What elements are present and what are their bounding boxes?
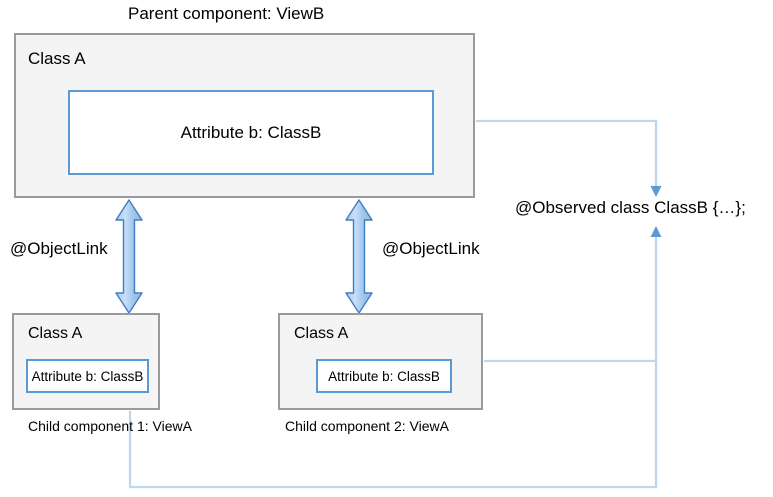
parent-attribute-label: Attribute b: ClassB bbox=[180, 122, 322, 142]
child-component-1-caption: Child component 1: ViewA bbox=[28, 418, 192, 434]
child-2-attribute-box[interactable]: Attribute b: ClassB bbox=[316, 359, 452, 393]
child-component-2-box[interactable]: Class A Attribute b: ClassB bbox=[278, 313, 483, 410]
parent-attribute-box[interactable]: Attribute b: ClassB bbox=[68, 90, 434, 175]
parent-component-caption: Parent component: ViewB bbox=[128, 4, 325, 23]
arrowhead-down-icon bbox=[650, 186, 662, 197]
objectlink-arrow-left bbox=[115, 199, 143, 314]
child-1-attribute-label: Attribute b: ClassB bbox=[31, 368, 144, 384]
child-1-class-label: Class A bbox=[28, 325, 83, 342]
parent-class-label: Class A bbox=[28, 49, 86, 68]
arrowhead-up-icon bbox=[650, 226, 662, 237]
child-1-attribute-box[interactable]: Attribute b: ClassB bbox=[26, 359, 149, 393]
parent-component-box[interactable]: Class A Attribute b: ClassB bbox=[14, 33, 475, 198]
observed-class-label: @Observed class ClassB {…}; bbox=[515, 198, 746, 217]
wire-child2-to-observed bbox=[484, 226, 662, 363]
child-2-attribute-label: Attribute b: ClassB bbox=[328, 368, 440, 384]
wire-parent-to-observed bbox=[476, 119, 662, 197]
objectlink-label-left: @ObjectLink bbox=[10, 239, 108, 258]
objectlink-arrow-right bbox=[345, 199, 373, 314]
child-2-class-label: Class A bbox=[294, 325, 349, 342]
child-component-1-box[interactable]: Class A Attribute b: ClassB bbox=[12, 313, 160, 410]
objectlink-label-right: @ObjectLink bbox=[382, 239, 480, 258]
child-component-2-caption: Child component 2: ViewA bbox=[285, 418, 449, 434]
